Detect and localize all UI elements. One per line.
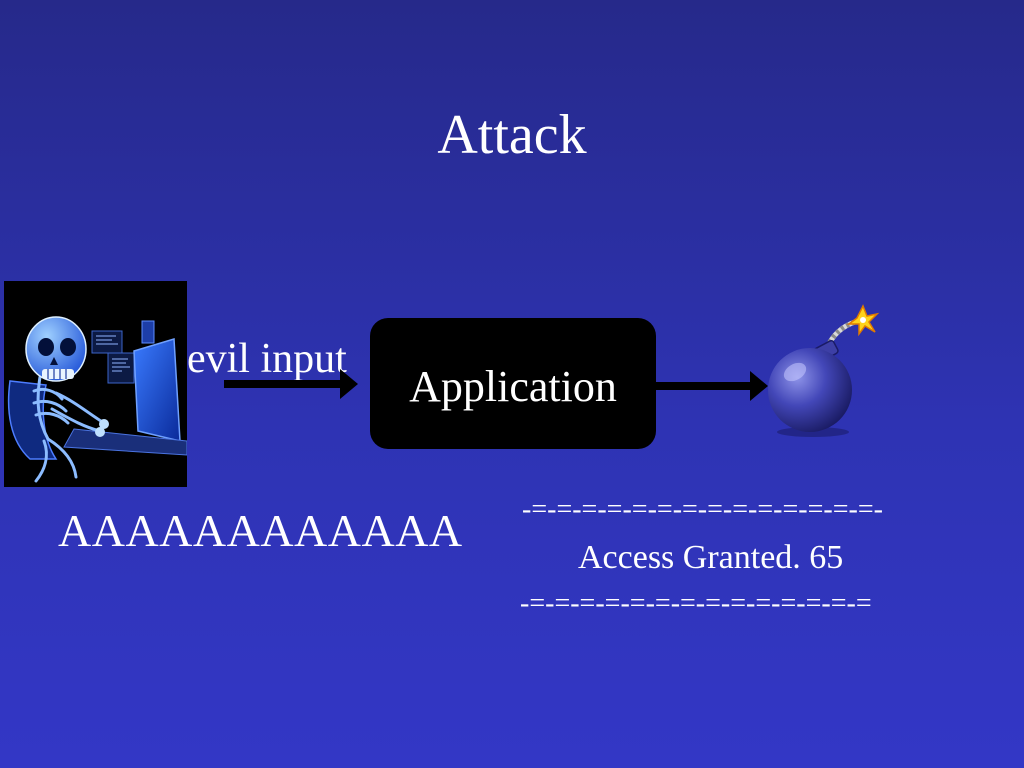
- output-arrow-head: [750, 371, 768, 401]
- bomb-icon: [768, 304, 880, 437]
- payload-text: AAAAAAAAAAAA: [58, 505, 463, 556]
- hacker-image: [4, 281, 187, 487]
- output-arrow: [656, 371, 768, 401]
- hacker-skeleton-icon: [7, 316, 187, 483]
- output-separator-top: -=-=-=-=-=-=-=-=-=-=-=-=-=-=-: [522, 494, 883, 525]
- output-message: Access Granted. 65: [578, 539, 844, 576]
- input-arrow: [224, 369, 358, 399]
- input-label: evil input: [187, 336, 347, 382]
- application-box: [370, 318, 656, 449]
- application-label: Application: [409, 362, 617, 411]
- output-separator-bottom: -=-=-=-=-=-=-=-=-=-=-=-=-=-=: [520, 588, 872, 619]
- output-arrow-shaft: [656, 382, 752, 390]
- input-arrow-shaft: [224, 380, 342, 388]
- input-arrow-head: [340, 369, 358, 399]
- slide-title: Attack: [437, 104, 587, 166]
- bomb-image: [755, 300, 895, 440]
